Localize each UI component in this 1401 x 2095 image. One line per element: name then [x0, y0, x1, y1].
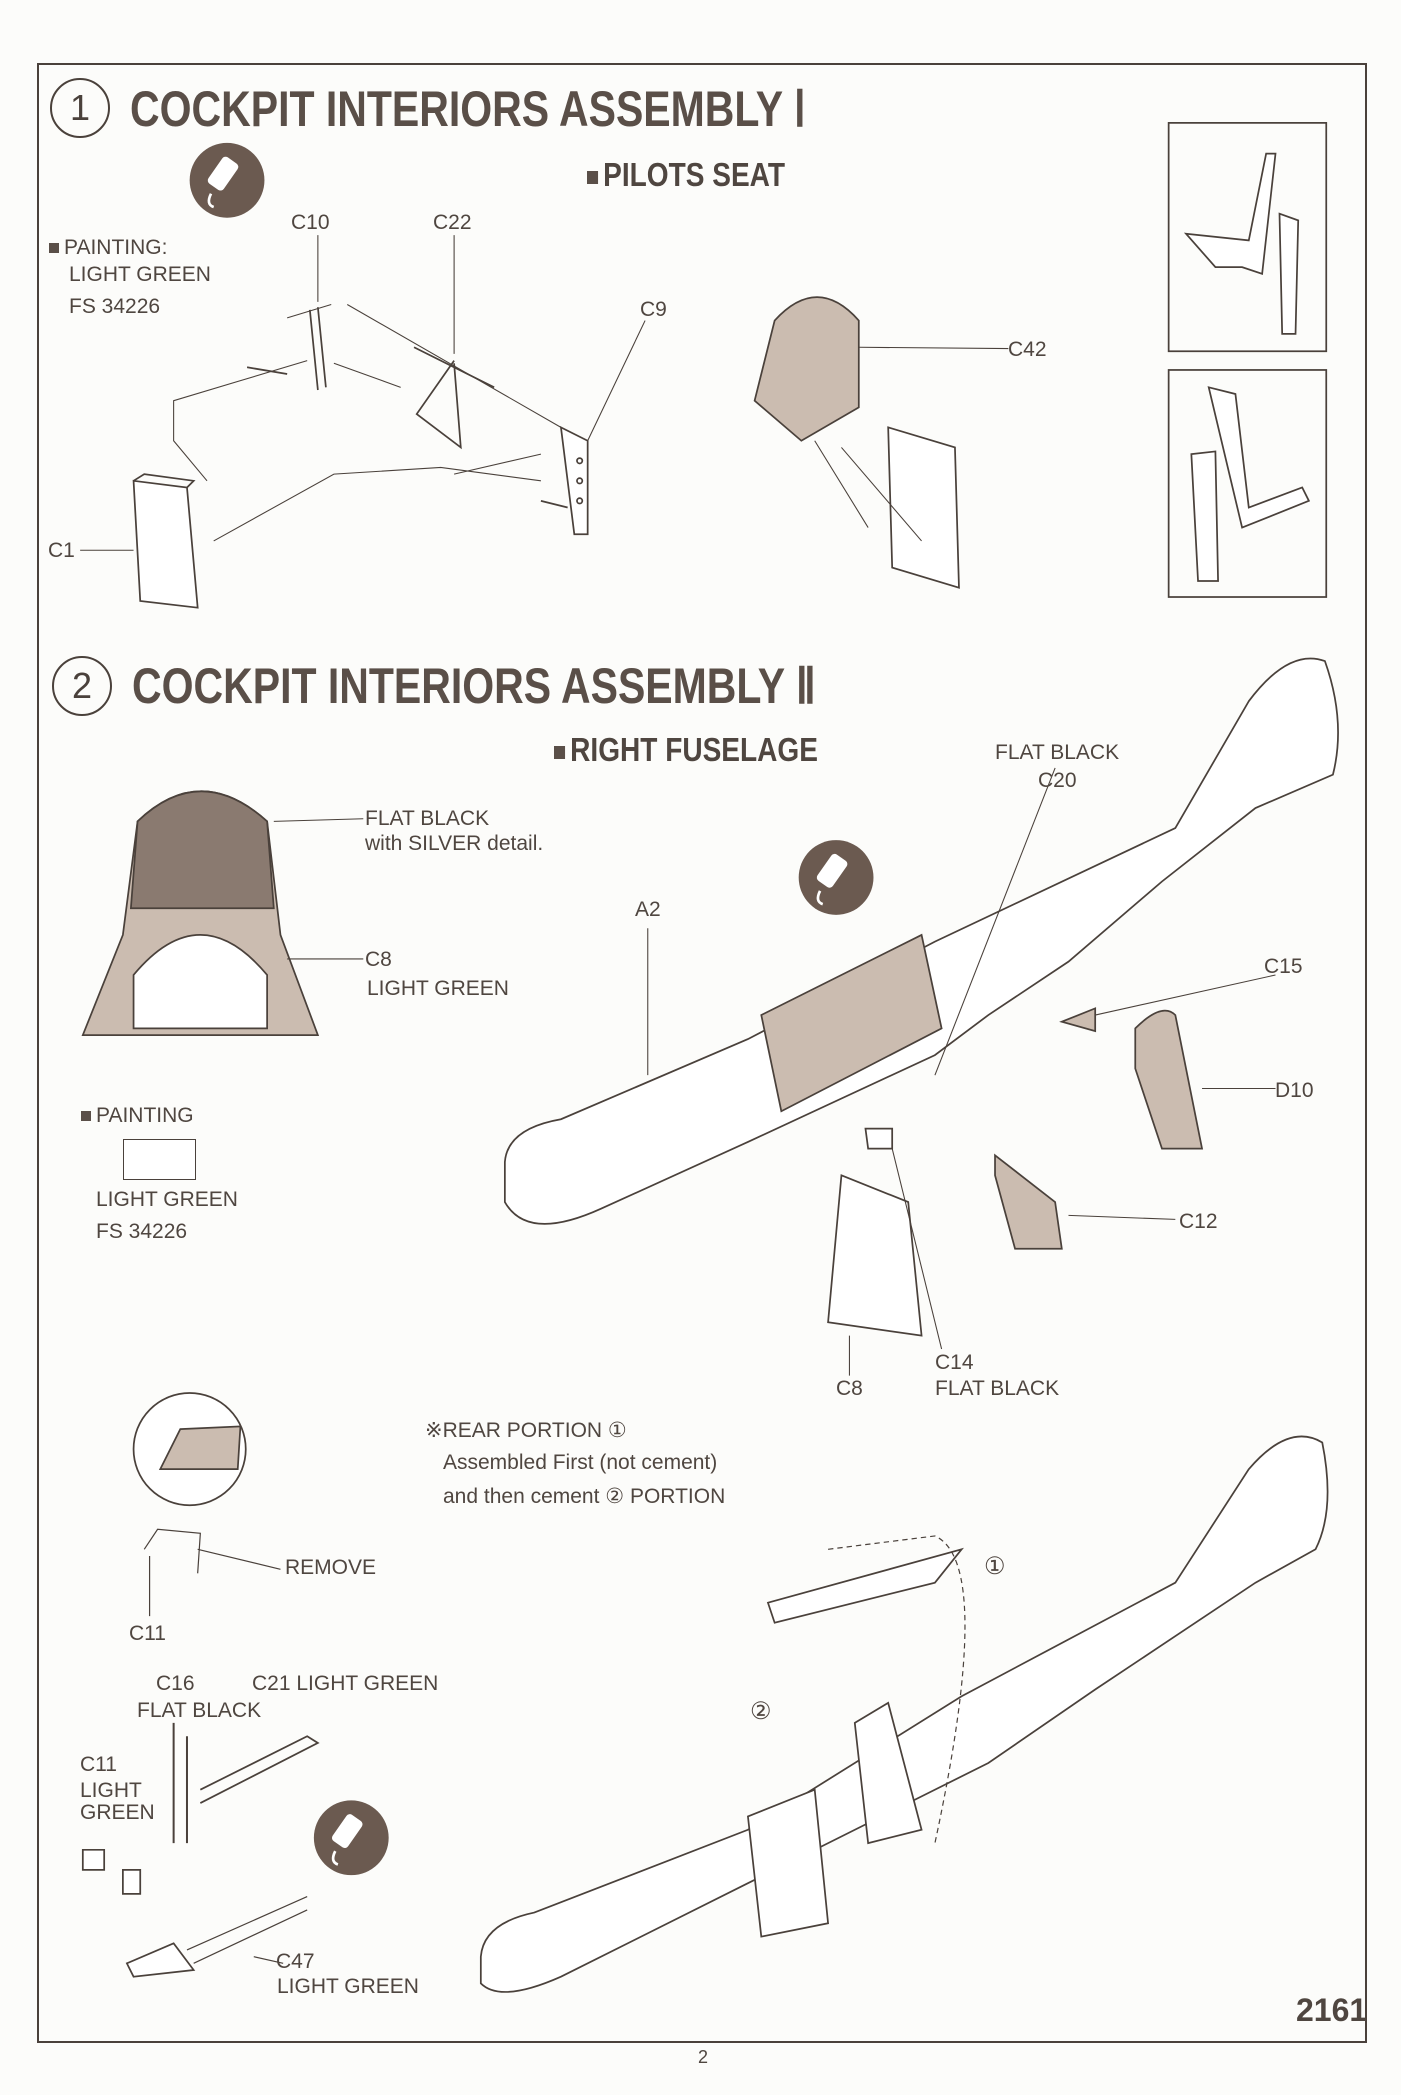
painting-label: PAINTING:: [49, 237, 167, 258]
assembly-note-3: and then cement ② PORTION: [443, 1485, 726, 1508]
c47-color: LIGHT GREEN: [277, 1975, 419, 1998]
part-label-c20: C20: [1038, 769, 1077, 792]
panel-note-silver: with SILVER detail.: [365, 832, 544, 855]
portion-marker-2: ②: [750, 1698, 772, 1725]
cement-tube-icon: [313, 1800, 389, 1876]
part-label-c1: C1: [48, 539, 75, 562]
light-green-swatch: [123, 1139, 196, 1180]
right-fuselage-heading: RIGHT FUSELAGE: [554, 733, 818, 766]
part-label-c42: C42: [1008, 338, 1047, 361]
assembly-note-1: ※REAR PORTION ①: [425, 1419, 627, 1442]
cement-tube-icon: [189, 142, 265, 218]
c20-color: FLAT BLACK: [995, 741, 1120, 764]
panel-note-flat-black: FLAT BLACK: [365, 807, 490, 830]
c16-color: FLAT BLACK: [137, 1699, 262, 1722]
part-label-c15: C15: [1264, 955, 1303, 978]
right-fuselage-drawing: [503, 657, 1339, 1376]
part-label-c12: C12: [1179, 1210, 1218, 1233]
assembly-note-2: Assembled First (not cement): [443, 1451, 718, 1474]
painting-code: FS 34226: [69, 295, 161, 318]
part-label-c22: C22: [433, 211, 472, 234]
c14-color: FLAT BLACK: [935, 1377, 1060, 1400]
part-label-c10: C10: [291, 211, 330, 234]
step-number-1: 1: [50, 78, 110, 138]
step-2-title: COCKPIT INTERIORS ASSEMBLY Ⅱ: [132, 658, 816, 714]
assembled-fuselage-drawing: [479, 1435, 1329, 1993]
page-frame: [37, 63, 1367, 2043]
part-label-c8-b: C8: [836, 1377, 863, 1400]
page-number: 2: [698, 2047, 709, 2067]
step-number-2: 2: [52, 656, 112, 716]
painting-color-2: LIGHT GREEN: [96, 1188, 238, 1211]
c11-color-2: GREEN: [80, 1801, 155, 1824]
pilots-seat-heading: PILOTS SEAT: [587, 158, 785, 191]
part-label-c11: C11: [129, 1622, 166, 1645]
remove-label: REMOVE: [285, 1556, 377, 1579]
cement-tube-icon: [798, 840, 874, 915]
kit-number: 2161: [1296, 1992, 1368, 2028]
part-label-c16: C16: [156, 1672, 195, 1695]
step-1-title: COCKPIT INTERIORS ASSEMBLY Ⅰ: [130, 81, 806, 137]
seat-c42-drawing: [753, 296, 1009, 589]
part-label-c8: C8: [365, 948, 392, 971]
instrument-panel-drawing: [81, 790, 364, 1036]
part-label-c21: C21 LIGHT GREEN: [252, 1672, 439, 1695]
c8-color: LIGHT GREEN: [367, 977, 509, 1000]
part-label-c11-b: C11: [80, 1753, 117, 1776]
seat-frame-drawing: [80, 235, 646, 609]
part-label-c47: C47: [276, 1950, 315, 1973]
part-label-c14: C14: [935, 1351, 974, 1374]
painting-label-2: PAINTING: [81, 1105, 194, 1126]
painting-color: LIGHT GREEN: [69, 263, 211, 286]
part-label-c9: C9: [640, 298, 667, 321]
portion-marker-1: ①: [984, 1553, 1006, 1580]
part-label-d10: D10: [1275, 1079, 1314, 1102]
part-label-a2: A2: [635, 898, 661, 921]
c11-color-1: LIGHT: [80, 1779, 142, 1802]
painting-code-2: FS 34226: [96, 1220, 188, 1243]
